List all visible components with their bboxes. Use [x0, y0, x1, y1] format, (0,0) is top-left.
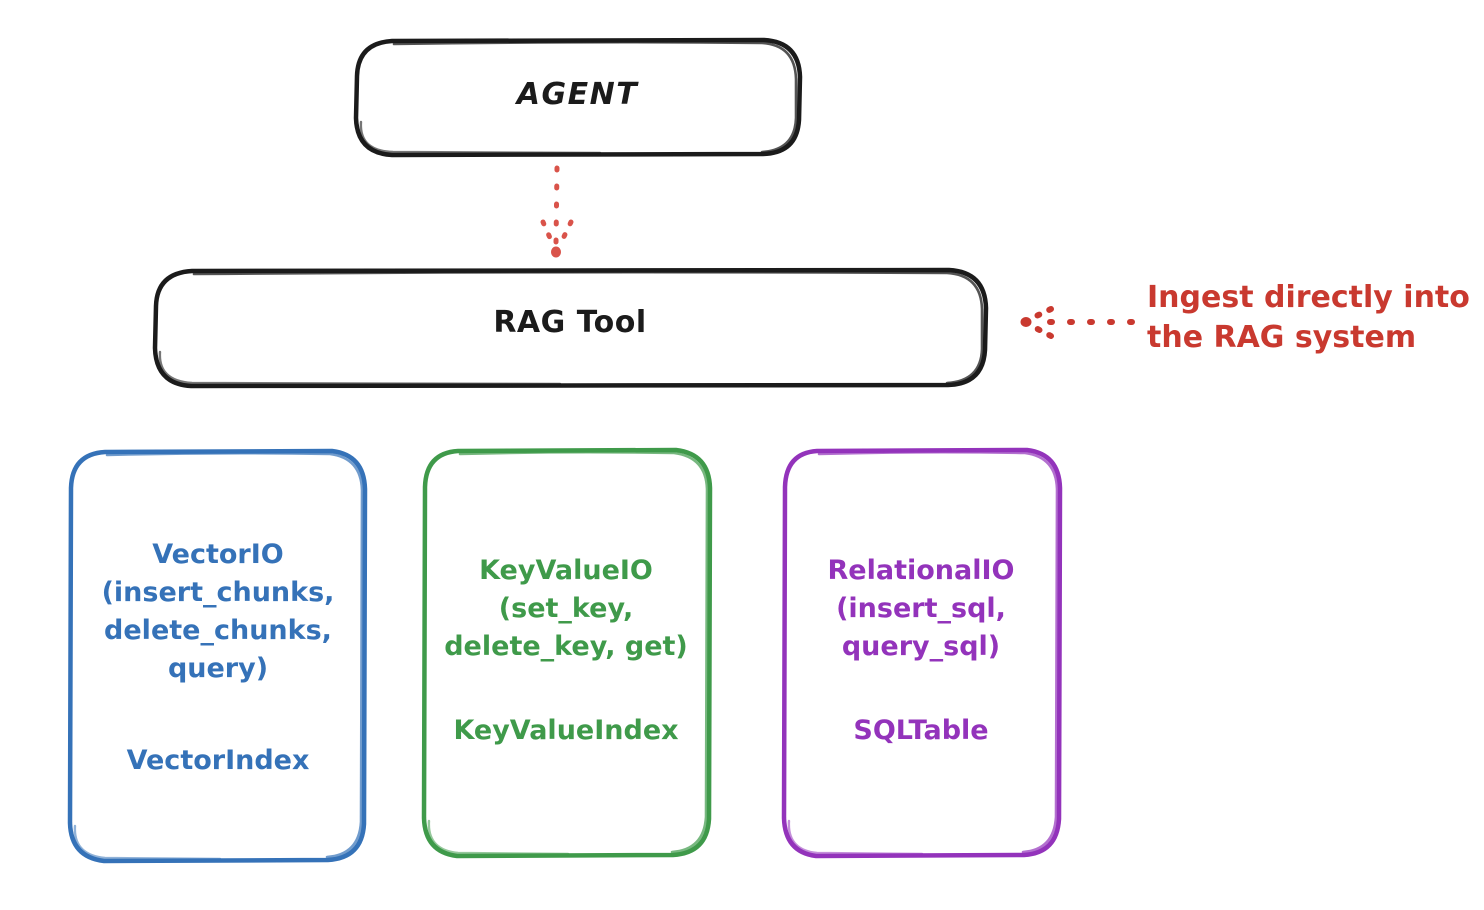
keyvalue-node-shape[interactable] — [421, 447, 713, 859]
relational-node-shape[interactable] — [781, 447, 1063, 859]
vector-node-label: VectorIO (insert_chunks, delete_chunks, … — [101, 539, 335, 684]
agent-node-shape[interactable] — [353, 37, 803, 158]
vector-node-shape[interactable] — [67, 448, 368, 864]
relational-node-label: RelationalIO (insert_sql, query_sql) — [827, 555, 1015, 662]
agent-node-label: AGENT — [516, 77, 639, 112]
rag-tool-node-label: RAG Tool — [493, 305, 647, 340]
edge-agent-to-rag-tool — [540, 165, 574, 258]
edge-ingest-to-rag-tool — [1020, 306, 1135, 339]
sql-table-label: SQLTable — [853, 715, 989, 746]
rag-tool-node-shape[interactable] — [152, 267, 989, 389]
keyvalue-node-label: KeyValueIO (set_key, delete_key, get) — [444, 555, 688, 662]
vector-index-label: VectorIndex — [126, 745, 310, 776]
ingest-annotation-label: Ingest directly into the RAG system — [1147, 280, 1470, 355]
keyvalue-index-label: KeyValueIndex — [453, 715, 679, 746]
